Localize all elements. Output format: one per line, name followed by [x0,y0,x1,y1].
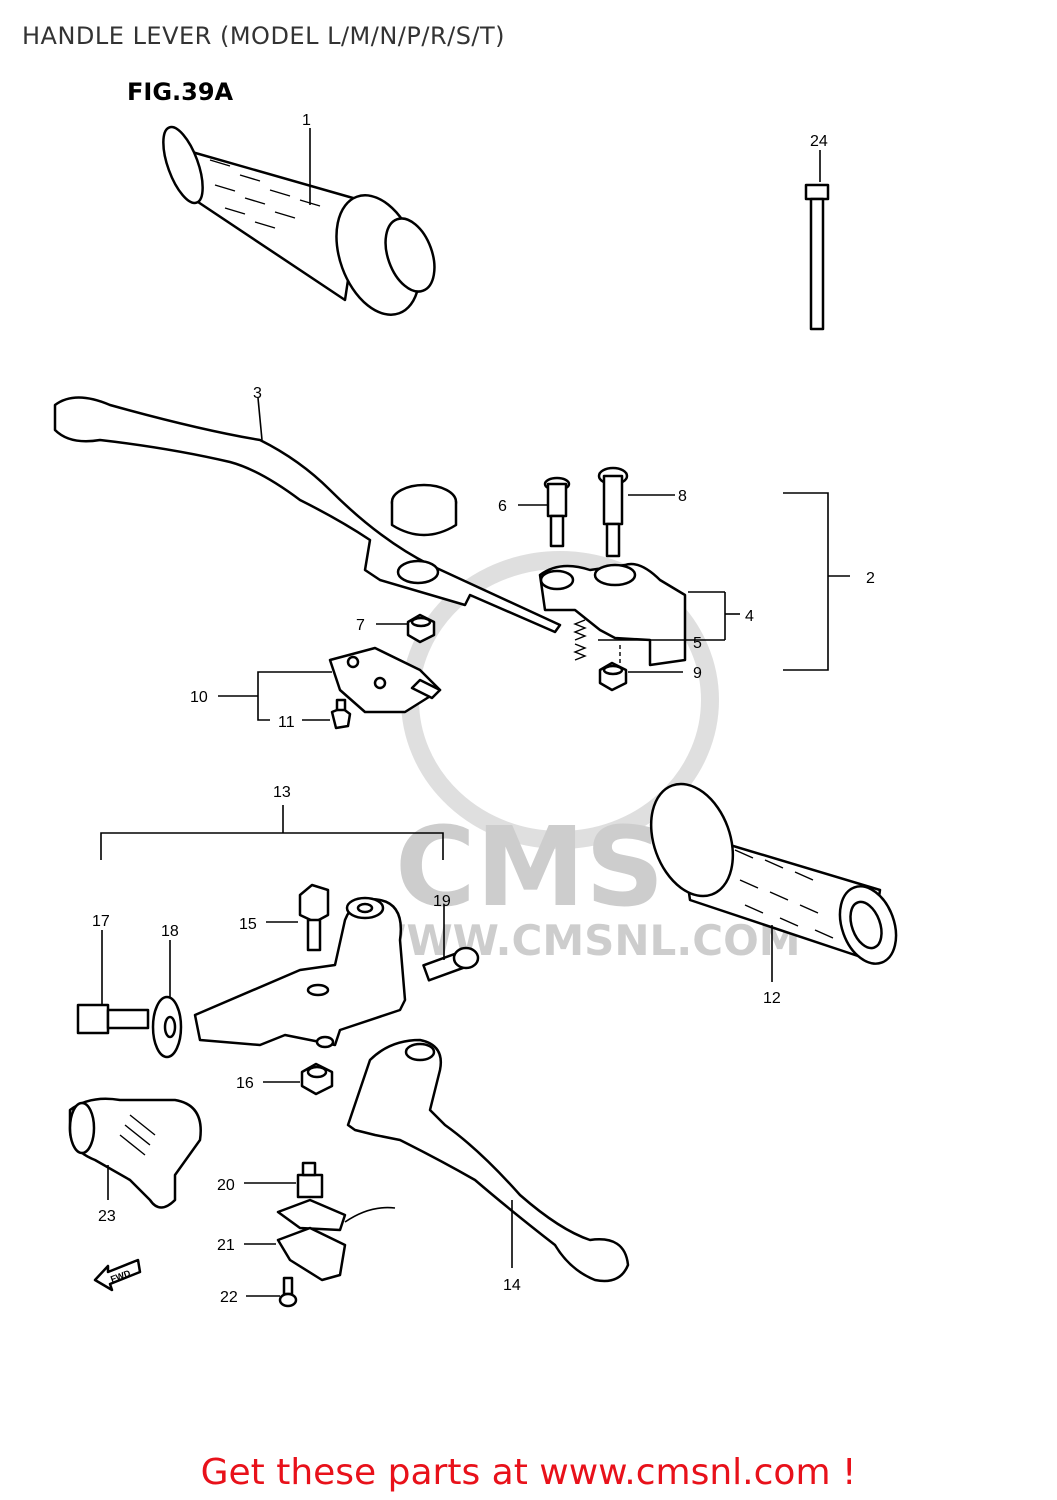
callout-11: 11 [278,714,295,731]
part-10-brake-light-switch[interactable] [328,646,442,714]
part-9-nut[interactable] [598,661,628,692]
callout-3: 3 [253,385,262,402]
part-11-screw[interactable] [330,698,352,730]
callout-7: 7 [356,617,365,634]
callout-21: 21 [217,1237,235,1254]
part-20-clip[interactable] [296,1161,324,1199]
part-14-clutch-lever[interactable] [346,1038,630,1283]
callout-16: 16 [236,1075,254,1092]
callout-17: 17 [92,913,110,930]
part-23-dust-cover[interactable] [68,1097,202,1209]
part-17-cable-adjuster[interactable] [76,1003,150,1035]
part-6-pivot-bolt[interactable] [543,476,571,548]
callout-13: 13 [273,784,291,801]
callout-14: 14 [503,1277,521,1294]
callout-5: 5 [693,635,702,652]
callout-20: 20 [217,1177,235,1194]
callout-18: 18 [161,923,179,940]
part-21-clutch-switch[interactable] [276,1198,396,1282]
part-3-front-brake-lever[interactable] [53,396,562,634]
callout-labels: 1 2 3 4 5 6 7 8 9 10 11 12 13 14 15 16 1… [92,112,875,1306]
page-title: HANDLE LEVER (MODEL L/M/N/P/R/S/T) [22,22,506,50]
callout-23: 23 [98,1208,116,1225]
watermark-url: WWW.CMSNL.COM [360,916,801,965]
callout-22: 22 [220,1289,238,1306]
callout-2: 2 [866,570,875,587]
callout-15: 15 [239,916,257,933]
callout-24: 24 [810,133,828,150]
fwd-arrow-icon: FWD [93,1258,142,1292]
part-18-locknut[interactable] [151,995,183,1059]
callout-6: 6 [498,498,507,515]
part-5-spring[interactable] [573,619,587,661]
parts-diagram: CMS WWW.CMSNL.COM FIG.39A [53,78,906,1308]
part-15-pivot-bolt[interactable] [298,883,330,952]
part-7-nut[interactable] [406,613,436,644]
callout-1: 1 [302,112,311,129]
callout-4: 4 [745,608,754,625]
assembly-bracket-2 [783,492,850,671]
callout-19: 19 [433,893,451,910]
watermark-brand: CMS [395,803,664,931]
assembly-bracket-13 [100,805,444,860]
footer-shop-link[interactable]: Get these parts at www.cmsnl.com ! [200,1452,857,1493]
part-13-clutch-lever-holder[interactable] [193,896,407,1049]
part-12-handlebar-grip[interactable] [636,773,906,972]
callout-10: 10 [190,689,208,706]
callout-9: 9 [693,665,702,682]
figure-label: FIG.39A [127,78,234,106]
callout-12: 12 [763,990,781,1007]
part-4-lever-holder[interactable] [538,562,687,667]
part-24-cable-tie[interactable] [804,183,830,331]
callout-8: 8 [678,488,687,505]
part-19-adjuster-screw[interactable] [422,946,480,982]
part-16-nut[interactable] [300,1062,334,1096]
part-8-bolt[interactable] [597,466,629,558]
part-22-screw[interactable] [278,1276,298,1308]
part-1-throttle-grip[interactable] [155,122,443,326]
